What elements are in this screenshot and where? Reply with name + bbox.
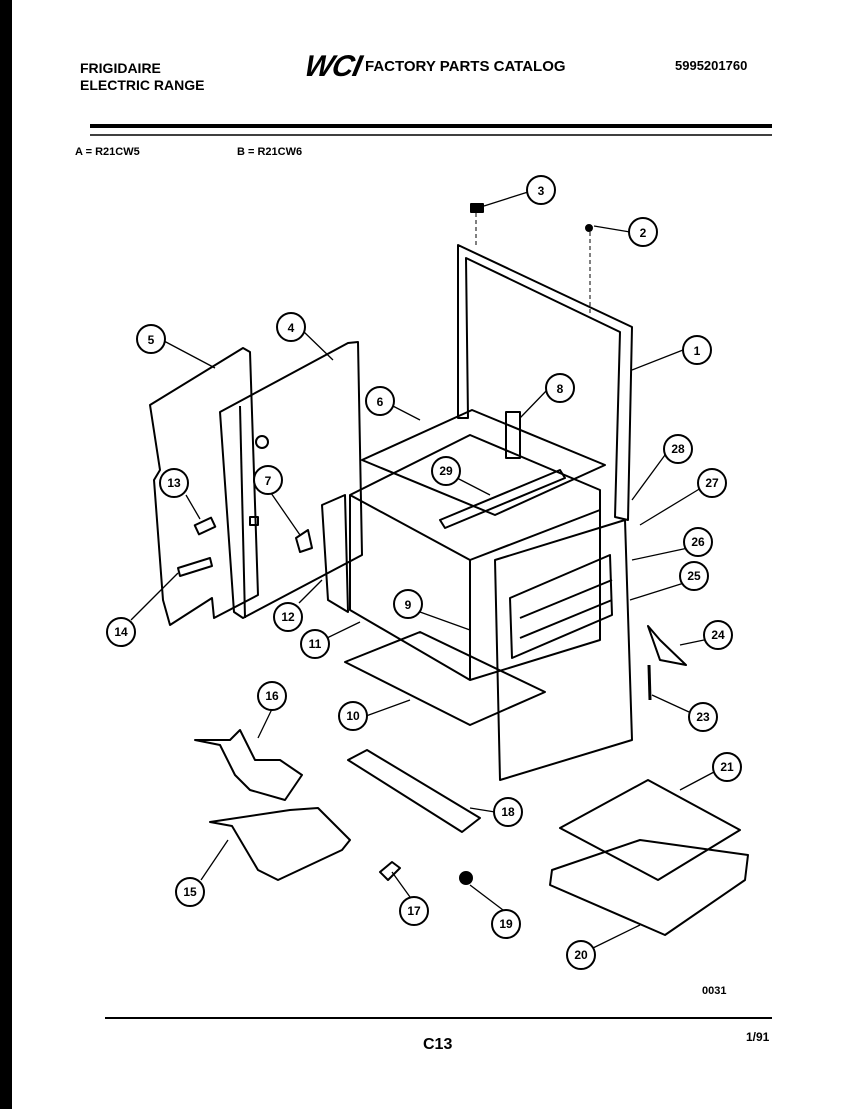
svg-text:20: 20: [574, 948, 588, 962]
diagram-code: 0031: [702, 985, 727, 997]
callout-14: 14: [106, 617, 136, 647]
part-1-side-panel: [457, 213, 633, 521]
callout-21: 21: [712, 752, 742, 782]
part-21-broiler-insert: [559, 779, 741, 881]
svg-text:25: 25: [687, 569, 701, 583]
part-26-front-frame: [494, 519, 633, 781]
catalog-title: FACTORY PARTS CATALOG: [365, 58, 566, 75]
part-10-bottom-panel: [344, 631, 546, 726]
part-17-clip: [379, 861, 401, 881]
callout-16: 16: [257, 681, 287, 711]
callout-26: 26: [683, 527, 713, 557]
callout-17: 17: [399, 896, 429, 926]
product-name: ELECTRIC RANGE: [80, 77, 205, 93]
svg-text:23: 23: [696, 710, 710, 724]
svg-text:11: 11: [309, 637, 322, 651]
part-25-oven-rack: [509, 554, 613, 659]
callout-29: 29: [431, 456, 461, 486]
callout-3: 3: [526, 175, 556, 205]
page-number: C13: [423, 1036, 453, 1053]
svg-text:9: 9: [405, 598, 412, 612]
callout-15: 15: [175, 877, 205, 907]
callout-5: 5: [136, 324, 166, 354]
part-23-spring: [647, 664, 652, 701]
callouts: 1 2 3 4 5 6 7 8 9 10 11 12 13 14 15 16 1…: [106, 175, 742, 970]
svg-text:2: 2: [640, 226, 647, 240]
model-a-label: A = R21CW5: [75, 146, 140, 158]
svg-text:8: 8: [557, 382, 564, 396]
callout-24: 24: [703, 620, 733, 650]
part-5-back-panel: [149, 347, 259, 626]
callout-1: 1: [682, 335, 712, 365]
svg-text:26: 26: [691, 535, 705, 549]
part-7-bracket: [295, 529, 313, 553]
catalog-part-number: 5995201760: [675, 58, 748, 73]
callout-20: 20: [566, 940, 596, 970]
part-24-hinge: [647, 625, 687, 666]
callout-10: 10: [338, 701, 368, 731]
callout-18: 18: [493, 797, 523, 827]
svg-text:3: 3: [538, 184, 545, 198]
part-18-trim: [347, 749, 481, 833]
header-rules: [90, 124, 772, 1019]
svg-text:16: 16: [265, 689, 279, 703]
svg-text:5: 5: [148, 333, 155, 347]
part-12-insulation: [321, 494, 349, 613]
part-3-screw: [470, 203, 484, 213]
part-20-broiler-pan: [549, 839, 749, 936]
svg-text:29: 29: [439, 464, 453, 478]
callout-8: 8: [545, 373, 575, 403]
part-29-rail: [439, 469, 566, 529]
callout-7: 7: [253, 465, 283, 495]
part-4-panel: [219, 341, 363, 619]
svg-text:28: 28: [671, 442, 685, 456]
svg-text:12: 12: [281, 610, 295, 624]
svg-text:18: 18: [501, 805, 515, 819]
part-8-vent-tube: [505, 411, 521, 459]
svg-text:14: 14: [114, 625, 128, 639]
part-15-broil-element: [209, 807, 351, 881]
svg-text:24: 24: [711, 628, 725, 642]
svg-text:10: 10: [346, 709, 360, 723]
part-13-clip: [193, 516, 217, 536]
part-14-bracket: [177, 557, 213, 577]
part-16-bake-element: [194, 729, 303, 801]
callout-23: 23: [688, 702, 718, 732]
callout-19: 19: [491, 909, 521, 939]
parts-catalog-page: [12, 0, 864, 1109]
svg-text:27: 27: [705, 476, 719, 490]
callout-12: 12: [273, 602, 303, 632]
svg-text:21: 21: [720, 760, 734, 774]
part-6-top-frame: [361, 409, 606, 516]
svg-text:15: 15: [183, 885, 197, 899]
model-b-label: B = R21CW6: [237, 146, 303, 158]
part-2-screw: [585, 224, 593, 232]
leader-lines: [130, 191, 715, 949]
svg-text:17: 17: [407, 904, 421, 918]
svg-text:1: 1: [694, 344, 701, 358]
part-9-oven-cavity: [349, 434, 601, 681]
callout-13: 13: [159, 468, 189, 498]
callout-25: 25: [679, 561, 709, 591]
svg-text:13: 13: [167, 476, 181, 490]
brand-name: FRIGIDAIRE: [80, 60, 161, 76]
svg-text:7: 7: [265, 474, 272, 488]
svg-text:19: 19: [499, 917, 513, 931]
svg-text:4: 4: [288, 321, 295, 335]
part-19-knob: [459, 871, 473, 885]
callout-4: 4: [276, 312, 306, 342]
svg-text:6: 6: [377, 395, 384, 409]
callout-9: 9: [393, 589, 423, 619]
callout-27: 27: [697, 468, 727, 498]
callout-2: 2: [628, 217, 658, 247]
callout-28: 28: [663, 434, 693, 464]
callout-6: 6: [365, 386, 395, 416]
callout-11: 11: [300, 629, 330, 659]
revision-date: 1/91: [746, 1030, 770, 1044]
